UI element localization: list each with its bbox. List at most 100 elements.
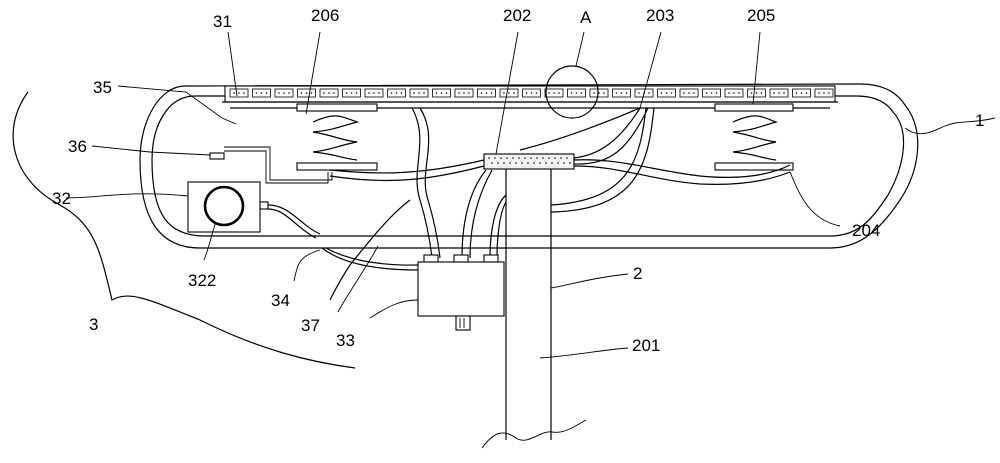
connector-dot	[491, 162, 493, 164]
pump-outlet	[259, 201, 269, 210]
wire-34b	[325, 247, 419, 266]
solar-cell-dot	[368, 92, 370, 94]
solar-cell-dot	[440, 92, 443, 94]
connector-dot	[566, 157, 568, 159]
solar-cell-dot	[783, 92, 785, 94]
solar-cell-dot	[238, 92, 240, 94]
solar-cell-dot	[728, 92, 730, 94]
sensor-lead-2	[224, 146, 333, 181]
connector-block	[483, 153, 575, 170]
post-break-line	[481, 419, 587, 449]
connector-dot	[494, 157, 496, 159]
solar-cell-dot	[490, 92, 493, 94]
solar-cell-dot	[288, 92, 290, 94]
connector-dot	[545, 162, 547, 164]
solar-cell-dot	[705, 92, 708, 94]
label-33: 33	[336, 331, 355, 350]
connector-dot	[548, 157, 550, 159]
solar-cell-dot	[593, 92, 595, 94]
solar-cell-dot	[710, 92, 713, 94]
solar-cell-dot	[828, 92, 830, 94]
solar-cell-dot	[278, 92, 280, 94]
solar-cell-dot	[738, 92, 740, 94]
solar-cell-dot	[818, 92, 820, 94]
connector-dot	[521, 162, 523, 164]
solar-cell-dot	[693, 92, 695, 94]
right-spring-top-plate	[714, 103, 794, 112]
solar-cell-dot	[805, 92, 808, 94]
solar-cell-dot	[283, 92, 285, 94]
connector-dot	[530, 157, 532, 159]
solar-cell-dot	[760, 92, 763, 94]
connector-dot	[488, 157, 490, 159]
solar-cell-dot	[323, 92, 325, 94]
solar-cell-dot	[525, 92, 528, 94]
solar-cell-dot	[418, 92, 420, 94]
label-205: 205	[747, 6, 775, 25]
solar-cell-dot	[378, 92, 380, 94]
housing-inner-shell	[151, 95, 905, 237]
solar-cell-dot	[778, 92, 780, 94]
solar-cell-dot	[733, 92, 735, 94]
solar-cell-dot	[400, 92, 403, 94]
connector-dot	[557, 162, 559, 164]
solar-cell-dot	[800, 92, 803, 94]
solar-cell-dot	[558, 92, 560, 94]
solar-cell-dot	[620, 92, 623, 94]
solar-cell-dot	[603, 92, 605, 94]
solar-cell-dot	[548, 92, 550, 94]
solar-cell-dot	[665, 92, 668, 94]
solar-cell-dot	[458, 92, 460, 94]
left-spring	[312, 115, 359, 161]
connector-dot	[500, 157, 502, 159]
solar-cell-dot	[445, 92, 448, 94]
connector-dot	[527, 162, 529, 164]
control-box	[417, 261, 505, 317]
connector-dot	[509, 162, 511, 164]
solar-cell-dot	[535, 92, 538, 94]
label-204: 204	[852, 221, 880, 240]
solar-cell-dot	[468, 92, 470, 94]
solar-cell-dot	[233, 92, 235, 94]
label-206: 206	[311, 6, 339, 25]
control-box-knob	[455, 315, 471, 331]
connector-dot	[536, 157, 538, 159]
label-201: 201	[632, 336, 660, 355]
right-spring-bottom-plate	[714, 162, 794, 171]
solar-cell-dot	[715, 92, 718, 94]
solar-cell-dot	[670, 92, 673, 94]
label-31: 31	[213, 12, 232, 31]
connector-dot	[518, 157, 520, 159]
solar-cell-dot	[435, 92, 438, 94]
solar-cell-dot	[683, 92, 685, 94]
left-spring-top-plate	[296, 103, 378, 112]
solar-cell-dot	[310, 92, 313, 94]
solar-cell-dot	[333, 92, 335, 94]
sensor-lead	[224, 150, 329, 184]
solar-cell-dot	[615, 92, 618, 94]
label-35: 35	[93, 78, 112, 97]
connector-dot	[503, 162, 505, 164]
pump-rotor	[203, 185, 245, 227]
label-a: A	[580, 8, 592, 27]
solar-cell-dot	[575, 92, 578, 94]
solar-cell-dot	[413, 92, 415, 94]
label-34: 34	[271, 291, 290, 310]
solar-cell-dot	[395, 92, 398, 94]
solar-cell-dot	[328, 92, 330, 94]
connector-dot	[539, 162, 541, 164]
solar-cell-dot	[773, 92, 775, 94]
solar-cell-dot	[390, 92, 393, 94]
connector-dot	[560, 157, 562, 159]
solar-cell-dot	[660, 92, 663, 94]
label-203: 203	[646, 6, 674, 25]
connector-dot	[515, 162, 517, 164]
solar-cell-dot	[255, 92, 258, 94]
solar-cell-dot	[463, 92, 465, 94]
sensor	[209, 152, 225, 160]
terminal-3	[483, 254, 499, 263]
wires	[329, 107, 791, 301]
terminal-1	[423, 254, 439, 263]
solar-cell-dot	[530, 92, 533, 94]
solar-cell-dot	[350, 92, 353, 94]
